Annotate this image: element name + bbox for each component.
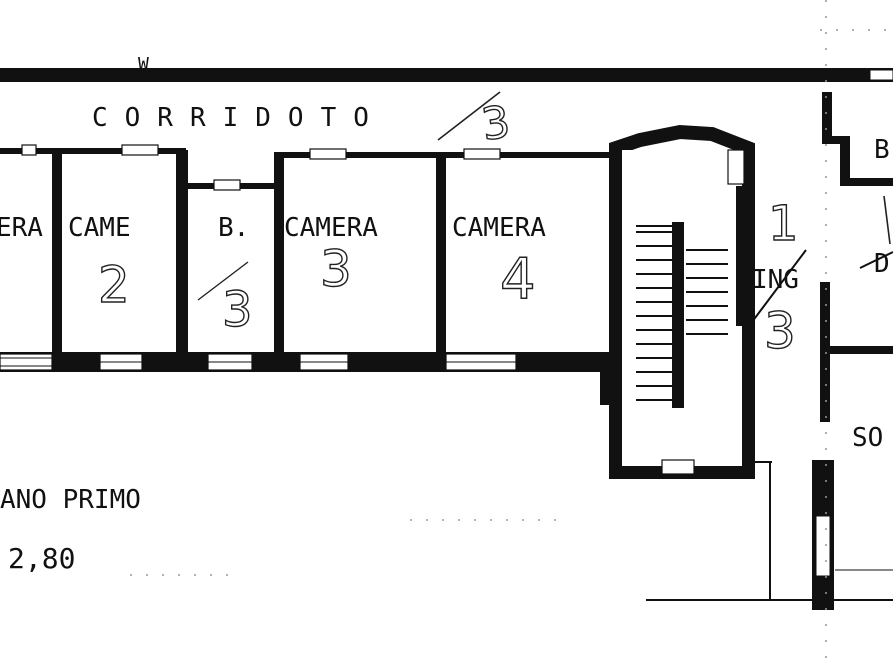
room-label-3: CAMERA xyxy=(284,213,378,243)
handwritten-notes: 3 2 3 3 4 1 3 xyxy=(97,91,891,361)
right-label-b: B xyxy=(874,135,890,165)
stairwell xyxy=(609,124,755,479)
entrance-handwritten-1: 1 xyxy=(768,196,799,252)
door-marks xyxy=(21,144,501,191)
right-label-d: D xyxy=(874,249,890,279)
room-label-1: ERA xyxy=(0,213,43,243)
bath-handwritten-number: 3 xyxy=(222,282,253,338)
room-2-handwritten-number: 2 xyxy=(98,256,130,314)
entrance-handwritten-2: 3 xyxy=(764,302,796,360)
room-label-4: CAMERA xyxy=(452,213,546,243)
room-label-bath: B. xyxy=(218,213,249,243)
room-label-2: CAME xyxy=(68,213,131,243)
right-walls xyxy=(646,92,893,610)
stair-steps xyxy=(636,225,728,401)
room-4-handwritten-number: 4 xyxy=(500,247,536,312)
right-label-so: SO xyxy=(852,423,883,453)
height-label: 2,80 xyxy=(8,542,75,575)
orientation-label: W xyxy=(138,54,149,75)
corridor-label: CORRIDOTO xyxy=(92,103,386,133)
entrance-label: ING xyxy=(752,265,799,295)
room-3-handwritten-number: 3 xyxy=(320,240,352,298)
bottom-windows xyxy=(0,353,517,371)
corridor-top-wall xyxy=(0,68,893,82)
floor-label: ANO PRIMO xyxy=(0,485,141,515)
